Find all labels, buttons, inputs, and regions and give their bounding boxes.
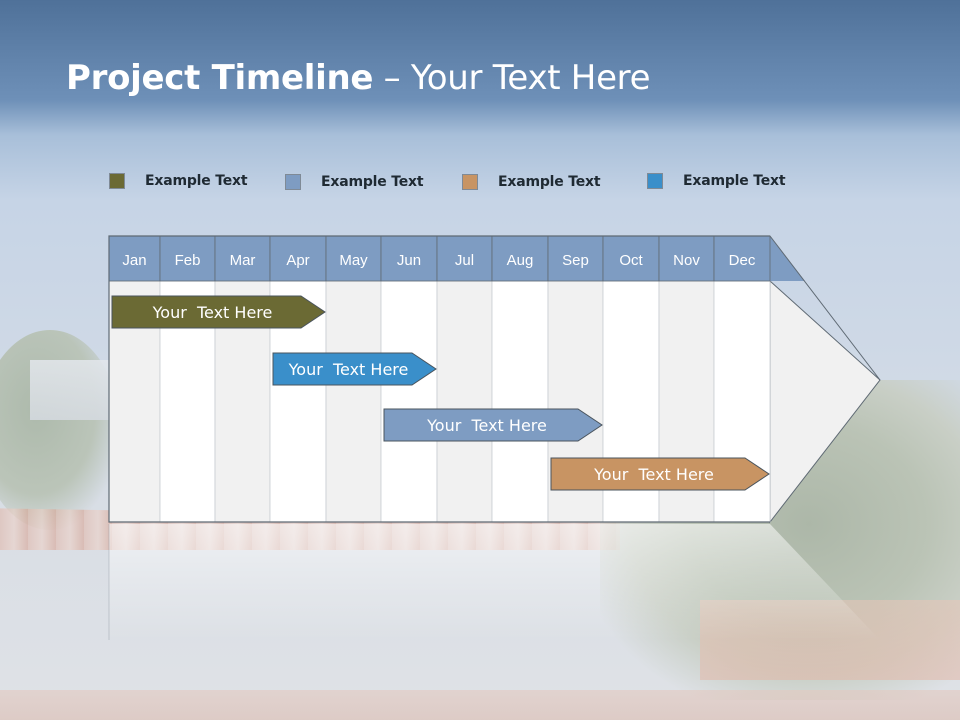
legend-label-1: Example Text [145, 173, 248, 189]
legend-swatch-2 [285, 174, 301, 190]
legend-swatch-3 [462, 174, 478, 190]
month-label-may: May [339, 252, 368, 269]
legend-swatch-1 [109, 173, 125, 189]
task-label-1: Your Text Here [152, 303, 273, 322]
task-bar-3 [383, 408, 603, 442]
month-label-sep: Sep [562, 252, 589, 269]
month-label-aug: Aug [507, 252, 534, 269]
legend-swatch-4 [647, 173, 663, 189]
month-label-apr: Apr [286, 252, 309, 269]
legend-item-1: Example Text [109, 171, 248, 191]
month-label-dec: Dec [729, 252, 756, 269]
month-header-nov [658, 235, 715, 282]
background-house-left [30, 360, 110, 420]
background-floor [0, 690, 960, 720]
task-label-2: Your Text Here [288, 360, 409, 379]
timeline-arrow-head [769, 279, 881, 524]
month-header-dec [713, 235, 771, 282]
legend-item-4: Example Text [647, 171, 786, 191]
timeline-frame [108, 235, 770, 523]
legend-label-3: Example Text [498, 174, 601, 190]
month-column-jul [436, 280, 493, 523]
month-column-aug [491, 280, 549, 523]
month-header-jul [436, 235, 493, 282]
month-column-may [325, 280, 382, 523]
legend-label-4: Example Text [683, 173, 786, 189]
arrow-upper-edge [769, 235, 881, 381]
legend-item-2: Example Text [285, 172, 424, 192]
page-title-rest: – Your Text Here [373, 58, 651, 98]
month-label-oct: Oct [619, 252, 643, 269]
page-title: Project Timeline – Your Text Here [66, 58, 651, 98]
month-label-nov: Nov [673, 252, 700, 269]
month-label-feb: Feb [175, 252, 201, 269]
task-label-4: Your Text Here [593, 465, 714, 484]
month-header-feb [159, 235, 216, 282]
month-header-jun [380, 235, 438, 282]
task-bar-4 [550, 457, 770, 491]
legend-item-3: Example Text [462, 172, 601, 192]
legend-label-2: Example Text [321, 174, 424, 190]
page-title-bold: Project Timeline [66, 58, 374, 98]
month-header-may [325, 235, 382, 282]
timeline-reflection [109, 524, 880, 640]
task-bar-2 [272, 352, 437, 386]
month-header-mar [214, 235, 271, 282]
month-label-mar: Mar [230, 252, 256, 269]
month-column-jun [380, 280, 438, 523]
month-header-apr [269, 235, 327, 282]
task-label-3: Your Text Here [426, 416, 547, 435]
month-label-jan: Jan [122, 252, 146, 269]
month-label-jul: Jul [455, 252, 474, 269]
task-bar-1 [111, 295, 326, 329]
month-header-aug [491, 235, 549, 282]
month-label-jun: Jun [397, 252, 421, 269]
